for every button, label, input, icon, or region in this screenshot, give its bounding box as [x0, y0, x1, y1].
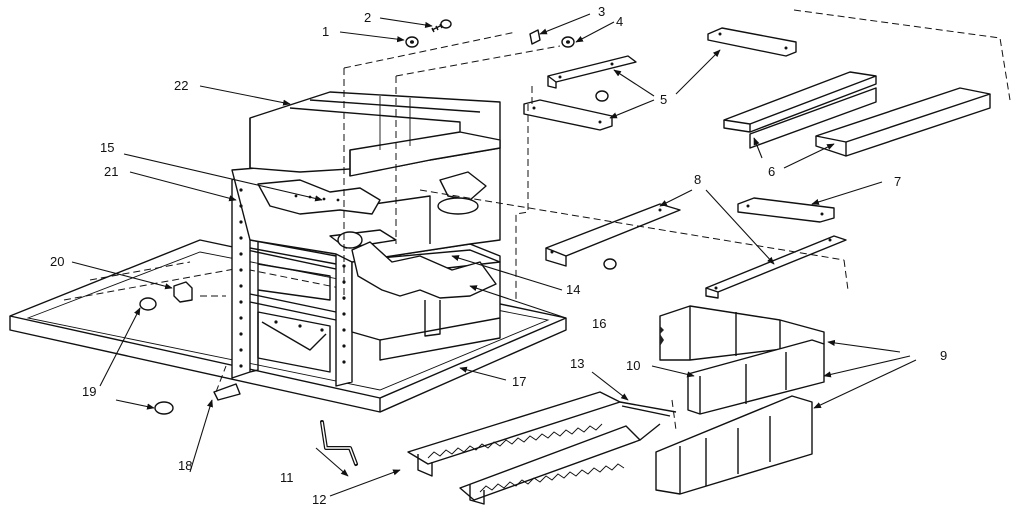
- assembly-lines: [200, 9, 1011, 431]
- callout-3: 3: [598, 4, 605, 19]
- nut-4: [561, 36, 575, 48]
- callout-11: 11: [280, 470, 294, 485]
- callout-12: 12: [312, 492, 326, 507]
- washer-1: [405, 36, 419, 48]
- gas-pipe: [320, 420, 358, 466]
- callout-4: 4: [616, 14, 623, 29]
- callout-17: 17: [512, 374, 526, 389]
- callout-7: 7: [894, 174, 901, 189]
- burner-assembly: [407, 391, 677, 505]
- callout-20: 20: [50, 254, 64, 269]
- leader-lines: [71, 13, 917, 497]
- hardware-small-parts: [405, 19, 575, 48]
- support-brackets: [523, 27, 797, 131]
- callout-22: 22: [174, 78, 188, 93]
- clip-3: [529, 29, 541, 45]
- callout-13: 13: [570, 356, 584, 371]
- callout-19: 19: [82, 384, 96, 399]
- callout-2: 2: [364, 10, 371, 25]
- callout-10: 10: [626, 358, 640, 373]
- callout-6: 6: [768, 164, 775, 179]
- top-hood: [249, 91, 501, 215]
- screw-2: [431, 19, 452, 33]
- callout-labels: 1 2 3 4 5 6 7 8 9 10 11 12 13 14 15 16 1…: [50, 4, 947, 507]
- ceramic-logs: [655, 305, 825, 495]
- callout-8: 8: [694, 172, 701, 187]
- callout-18: 18: [178, 458, 192, 473]
- firebox-frame: [231, 147, 501, 387]
- grate-rails: [723, 71, 991, 157]
- callout-9: 9: [940, 348, 947, 363]
- callout-21: 21: [104, 164, 118, 179]
- callout-5: 5: [660, 92, 667, 107]
- valve-knobs: [139, 281, 241, 415]
- callout-14: 14: [566, 282, 580, 297]
- angle-brackets: [545, 197, 847, 299]
- callout-1: 1: [322, 24, 329, 39]
- callout-15: 15: [100, 140, 114, 155]
- callout-16: 16: [592, 316, 606, 331]
